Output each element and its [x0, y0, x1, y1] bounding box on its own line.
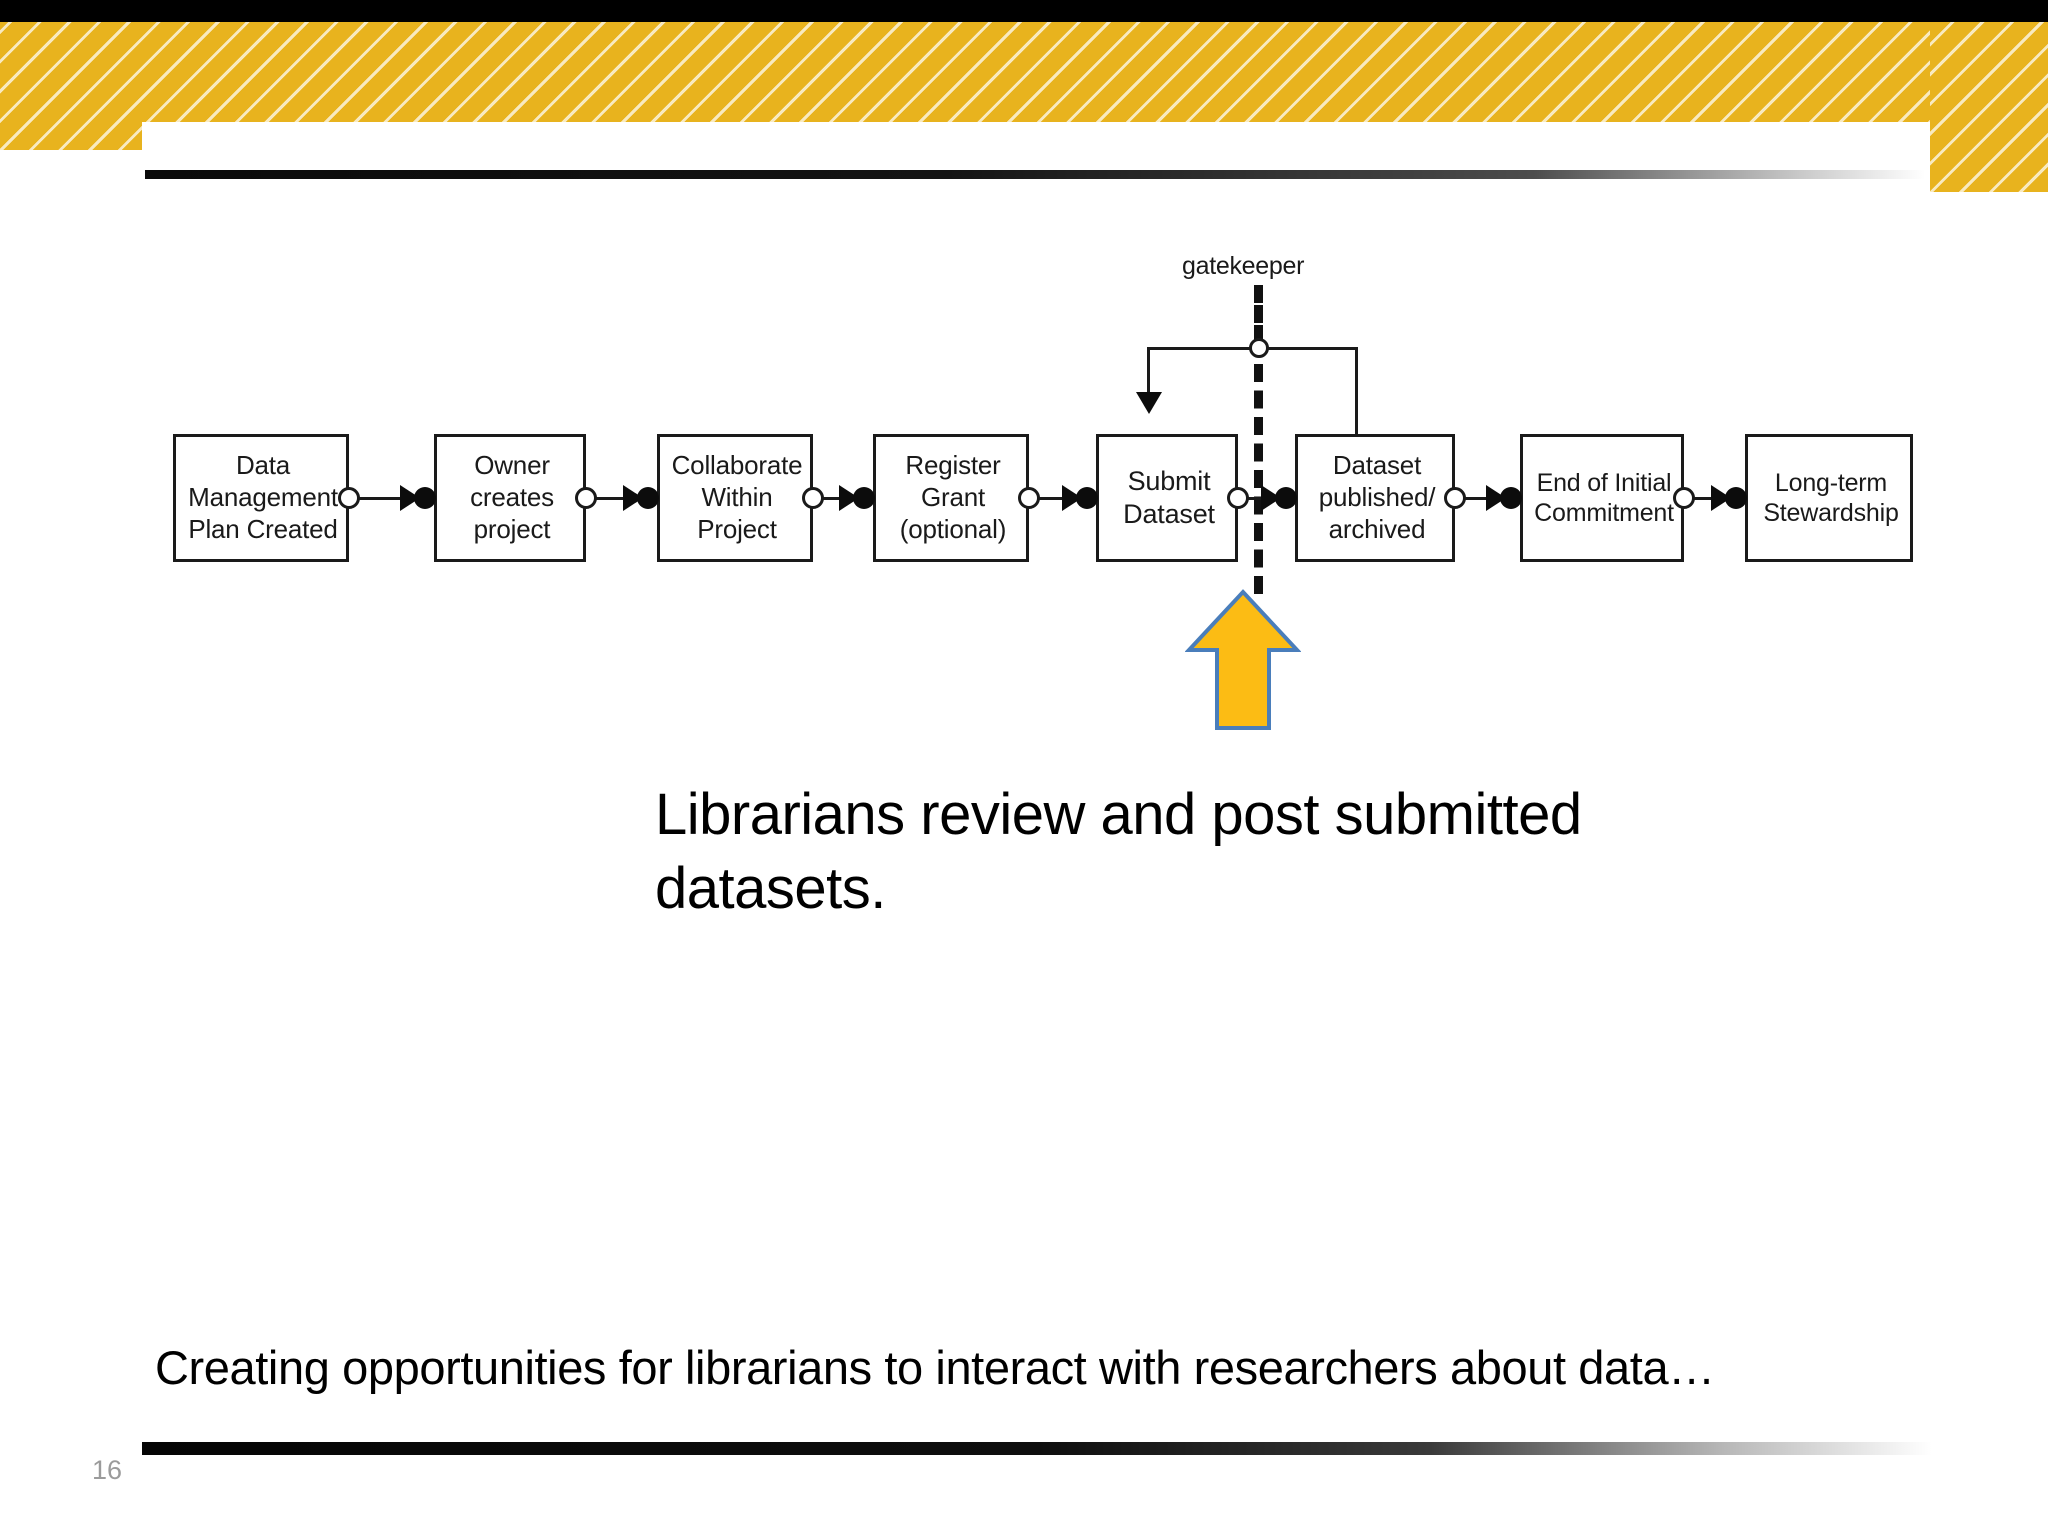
- connector-line: [352, 497, 420, 500]
- callout-line-1: Librarians review and post submitted: [655, 782, 1582, 847]
- box-line: Dataset: [1123, 499, 1215, 529]
- connector-line: [1032, 497, 1086, 500]
- callout-line-2: datasets.: [655, 856, 886, 922]
- connector-ball-icon: [1076, 487, 1098, 509]
- page-number: 16: [92, 1455, 123, 1485]
- connector-ball-icon: [637, 487, 659, 509]
- gatekeeper-divider-upper: [1254, 285, 1263, 343]
- box-line: (optional): [899, 513, 1007, 544]
- box-line: Grant: [920, 482, 986, 513]
- connector-socket-icon: [338, 487, 360, 509]
- box-line: Submit: [1127, 466, 1211, 497]
- connector-line: [1687, 497, 1731, 500]
- title-divider-rule: [145, 170, 1925, 179]
- connector-socket-icon: [1444, 487, 1466, 509]
- gatekeeper-crossing-circle: [1249, 338, 1269, 358]
- box-line: Project: [697, 513, 777, 544]
- process-box-dataset-published-archived[interactable]: Dataset published/ archived: [1295, 434, 1455, 562]
- box-line: creates: [470, 482, 554, 513]
- box-line: Commitment: [1534, 499, 1674, 527]
- feedback-arrow-icon: [1136, 392, 1162, 414]
- box-line: Collaborate: [671, 450, 803, 481]
- connector-socket-icon: [1227, 487, 1249, 509]
- box-line: End of Initial: [1536, 468, 1672, 497]
- box-line: Long-term: [1774, 468, 1888, 497]
- process-box-register-grant-optional[interactable]: Register Grant (optional): [873, 434, 1029, 562]
- connector-ball-icon: [1275, 487, 1297, 509]
- feedback-bracket-right-leg: [1355, 347, 1358, 437]
- connector-line: [589, 497, 643, 500]
- connector-socket-icon: [1018, 487, 1040, 509]
- bottom-divider-rule: [142, 1442, 1932, 1455]
- connector-socket-icon: [575, 487, 597, 509]
- gold-banner-right-block: [1930, 22, 2048, 192]
- gatekeeper-divider-lower: [1254, 364, 1263, 594]
- connector-line: [1458, 497, 1510, 500]
- title-panel: [142, 122, 1930, 174]
- process-box-submit-dataset[interactable]: Submit Dataset: [1096, 434, 1238, 562]
- box-line: Stewardship: [1763, 499, 1899, 527]
- connector-ball-icon: [853, 487, 875, 509]
- process-box-long-term-stewardship[interactable]: Long-term Stewardship: [1745, 434, 1913, 562]
- process-box-owner-creates-project[interactable]: Owner creates project: [434, 434, 586, 562]
- connector-ball-icon: [1500, 487, 1522, 509]
- process-box-data-management-plan-created[interactable]: Data Management Plan Created: [173, 434, 349, 562]
- box-line: Data: [235, 450, 291, 481]
- footer-caption: Creating opportunities for librarians to…: [155, 1341, 1715, 1394]
- box-line: Owner: [474, 450, 550, 481]
- top-black-strip: [0, 0, 2048, 22]
- connector-ball-icon: [414, 487, 436, 509]
- connector-ball-icon: [1725, 487, 1747, 509]
- box-line: published/: [1318, 482, 1436, 513]
- gatekeeper-label: gatekeeper: [1182, 252, 1305, 280]
- callout-text: Librarians review and post submitted dat…: [655, 778, 1875, 926]
- connector-socket-icon: [802, 487, 824, 509]
- box-line: Management: [188, 482, 338, 513]
- process-box-end-of-initial-commitment[interactable]: End of Initial Commitment: [1520, 434, 1684, 562]
- box-line: Register: [905, 450, 1001, 481]
- yellow-emphasis-arrow-icon: [1185, 589, 1301, 730]
- box-line: project: [473, 513, 551, 544]
- box-line: archived: [1328, 513, 1426, 544]
- box-line: Plan Created: [188, 513, 338, 544]
- process-box-collaborate-within-project[interactable]: Collaborate Within Project: [657, 434, 813, 562]
- feedback-bracket-left-leg: [1147, 347, 1150, 395]
- box-line: Dataset: [1332, 450, 1422, 481]
- connector-socket-icon: [1673, 487, 1695, 509]
- box-line: Within: [701, 482, 773, 513]
